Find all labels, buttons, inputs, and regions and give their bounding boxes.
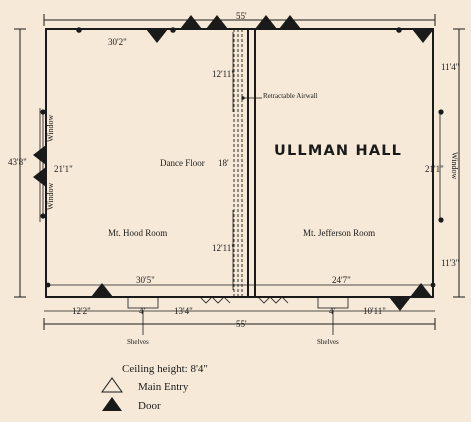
dim-right-bottom: 11'3"	[441, 258, 460, 268]
dim-center-top: 12'11"	[212, 69, 235, 79]
door-icon	[279, 15, 301, 29]
shelves-label-right: Shelves	[317, 338, 339, 346]
dim-left-total: 43'8"	[8, 157, 27, 167]
window-end-dot	[40, 109, 46, 115]
dim-bottom-seg-2: 4'	[139, 306, 146, 316]
main-entry-legend-icon	[101, 377, 123, 393]
airwall-leader-dot	[241, 96, 245, 100]
dim-bottom-seg-4: 4'	[329, 306, 336, 316]
door-icon	[206, 15, 228, 29]
dim-right-top: 11'4"	[441, 62, 460, 72]
outlet-dot	[170, 27, 176, 33]
door-icon	[410, 283, 432, 297]
door-icon	[33, 167, 46, 187]
outlet-dot	[76, 27, 82, 33]
main-entry-legend-label: Main Entry	[138, 381, 189, 393]
door-icon	[91, 283, 113, 297]
dim-top-left: 30'2"	[108, 37, 127, 47]
door-legend-icon	[102, 397, 122, 411]
window-end-dot	[438, 109, 444, 115]
outlet-dot	[45, 282, 51, 288]
dim-bottom-seg-5: 10'11"	[363, 306, 386, 316]
dim-inner-bottom-left: 30'5"	[136, 275, 155, 285]
dim-bottom-seg-3: 13'4"	[174, 306, 193, 316]
hall-title: ULLMAN HALL	[274, 143, 402, 159]
window-label-right: Window	[450, 152, 459, 179]
dim-center-mid: 18'	[218, 158, 229, 168]
room-label-mt-hood: Mt. Hood Room	[108, 228, 167, 238]
ceiling-height: Ceiling height: 8'4"	[122, 363, 208, 375]
door-icon	[389, 297, 411, 311]
shelves-box	[317, 296, 349, 309]
door-legend-label: Door	[138, 400, 161, 412]
main-entry-swing	[257, 296, 289, 304]
dim-top-total: 55'	[236, 11, 247, 21]
dim-inner-bottom-right: 24'7"	[332, 275, 351, 285]
dim-left-window: 21'1"	[54, 164, 73, 174]
dim-bottom-seg-1: 12'2"	[72, 306, 91, 316]
dance-floor-label: Dance Floor	[160, 158, 205, 168]
window-label-left-lower: Window	[46, 183, 55, 210]
door-icon	[146, 29, 168, 43]
dim-right-window: 21'1"	[425, 164, 444, 174]
window-end-dot	[40, 213, 46, 219]
shelves-box	[127, 296, 159, 309]
window-label-left-upper: Window	[46, 115, 55, 142]
door-icon	[33, 145, 46, 165]
door-icon	[180, 15, 202, 29]
outlet-dot	[430, 282, 436, 288]
room-label-mt-jefferson: Mt. Jefferson Room	[303, 228, 375, 238]
door-icon	[412, 29, 434, 43]
outer-wall	[45, 28, 434, 298]
dim-center-bottom: 12'11"	[212, 243, 235, 253]
outlet-dot	[396, 27, 402, 33]
door-icon	[255, 15, 277, 29]
airwall-label: Retractable Airwall	[263, 92, 318, 100]
main-entry-swing	[199, 296, 231, 304]
dim-bottom-total: 55'	[236, 319, 247, 329]
shelves-label-left: Shelves	[127, 338, 149, 346]
window-end-dot	[438, 217, 444, 223]
